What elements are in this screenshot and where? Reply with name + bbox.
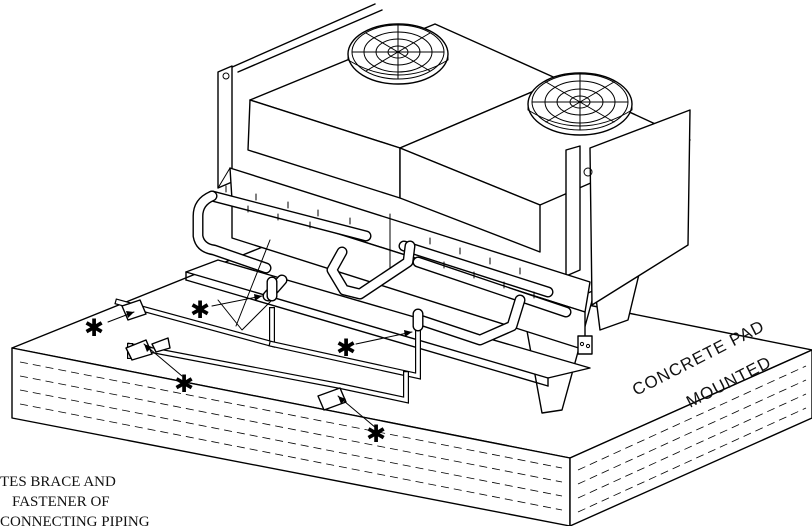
- field-bracing: [114, 239, 424, 411]
- note-line3: CONNECTING PIPING: [0, 514, 150, 526]
- brace-marker: ✱: [190, 296, 210, 324]
- legend-note: TES BRACE AND FASTENER OF CONNECTING PIP…: [0, 474, 150, 526]
- brace-marker: ✱: [336, 334, 356, 362]
- brace-marker: ✱: [174, 370, 194, 398]
- fan-right: [527, 72, 633, 136]
- end-panel: [589, 109, 691, 306]
- brace-marker: ✱: [366, 420, 386, 448]
- fan-left: [347, 23, 449, 85]
- note-line1: TES BRACE AND: [0, 474, 116, 490]
- base-frame: [185, 259, 591, 379]
- brace-foot: [317, 387, 347, 411]
- brace-markers: ✱ ✱ ✱ ✱ ✱: [84, 296, 386, 448]
- header-piping: [192, 185, 572, 346]
- corner-post-right: [565, 145, 581, 277]
- concrete-pad: [11, 241, 812, 526]
- note-line2: FASTENER OF: [12, 494, 110, 510]
- annotation-leaders: [107, 294, 413, 429]
- brace-marker: ✱: [84, 314, 104, 342]
- brace-foot: [151, 337, 171, 353]
